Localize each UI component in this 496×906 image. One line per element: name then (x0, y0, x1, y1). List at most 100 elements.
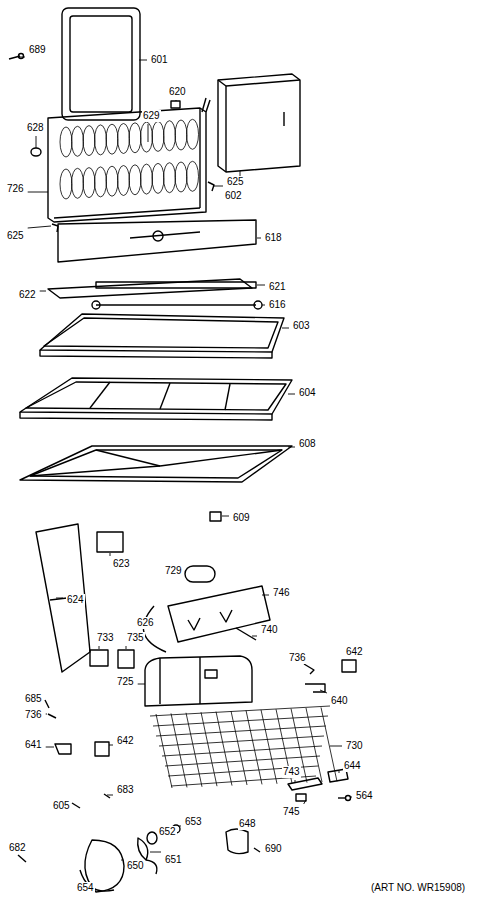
leader-line (139, 60, 147, 61)
relay (118, 650, 134, 668)
callout-number: 725 (116, 676, 135, 688)
shelf (20, 378, 292, 420)
callout-number: 608 (298, 438, 317, 450)
callout-number: 628 (26, 122, 45, 134)
callout-number: 625 (6, 230, 25, 242)
clip (304, 664, 314, 674)
leader-line (330, 746, 342, 747)
shelf (40, 314, 284, 358)
callout-number: 745 (282, 806, 301, 818)
screw (9, 54, 24, 60)
leader-line (295, 780, 296, 782)
evaporator (48, 98, 210, 222)
bracket (55, 744, 71, 754)
callout-number: 564 (355, 790, 374, 802)
callout-number: 736 (24, 709, 43, 721)
callout-number: 616 (268, 299, 287, 311)
screw (45, 700, 49, 708)
callout-number: 624 (66, 594, 85, 606)
callout-number: 601 (150, 54, 169, 66)
clip (48, 714, 56, 718)
bracket (210, 512, 221, 521)
bracket (288, 778, 322, 790)
clip (208, 182, 214, 191)
callout-number: 689 (28, 44, 47, 56)
leader-line (252, 636, 257, 637)
leader-line (150, 852, 161, 853)
callout-number: 621 (268, 281, 287, 293)
callout-number: 623 (112, 558, 131, 570)
callout-number: 652 (158, 826, 177, 838)
callout-number: 653 (184, 816, 203, 828)
callout-number: 736 (288, 652, 307, 664)
clip (52, 224, 58, 232)
callout-number: 690 (264, 843, 283, 855)
callout-number: 735 (126, 632, 145, 644)
leader-line (107, 795, 113, 796)
foam-block (168, 586, 270, 642)
leader-line (262, 595, 269, 596)
terminal-block (95, 742, 109, 756)
callout-number: 726 (6, 183, 25, 195)
callout-number: 603 (292, 320, 311, 332)
callout-number: 629 (142, 110, 161, 122)
callout-number: 733 (96, 632, 115, 644)
leader-line (28, 192, 48, 193)
callout-number: 685 (24, 693, 43, 705)
leader-line (138, 684, 145, 685)
leader-line (257, 238, 261, 239)
door-frame (62, 8, 140, 120)
callout-number: 650 (126, 860, 145, 872)
rod (236, 628, 256, 640)
leader-line (176, 100, 177, 101)
condenser-coil (150, 706, 337, 788)
callout-number: 682 (8, 842, 27, 854)
leader-line (288, 447, 295, 448)
screw (338, 796, 351, 801)
callout-number: 602 (224, 190, 243, 202)
leader-line (109, 745, 113, 746)
card (97, 532, 123, 552)
callout-number: 641 (24, 739, 43, 751)
callout-number: 651 (164, 854, 183, 866)
capacitor (185, 566, 215, 582)
art-number: (ART NO. WR15908) (370, 882, 466, 894)
terminal-block (342, 660, 356, 672)
callout-number: 640 (330, 695, 349, 707)
callout-number: 626 (136, 617, 155, 629)
leader-line (36, 136, 37, 148)
cover-box (218, 74, 300, 172)
compressor (145, 656, 252, 706)
leader-line (126, 646, 127, 649)
screw (18, 855, 26, 862)
callout-number: 729 (164, 565, 183, 577)
tube (143, 606, 166, 652)
callout-number: 604 (298, 387, 317, 399)
leader-line (46, 747, 54, 748)
bar (96, 282, 256, 288)
cover-plate (58, 220, 256, 262)
callout-number: 740 (260, 624, 279, 636)
leader-line (222, 516, 229, 517)
leader-line (121, 860, 123, 861)
leader-line (304, 800, 306, 804)
callout-number: 625 (226, 176, 245, 188)
leader-line (99, 646, 100, 649)
leader-line (213, 186, 223, 187)
bushing (147, 832, 157, 844)
relay (90, 650, 108, 666)
leader-line (148, 124, 149, 142)
callout-number: 644 (343, 760, 362, 772)
leader-line (351, 797, 352, 798)
screw (254, 848, 260, 852)
callout-number: 622 (18, 289, 37, 301)
leader-line (28, 226, 51, 228)
leader-line (257, 285, 265, 286)
callout-number: 642 (116, 735, 135, 747)
callout-number: 642 (345, 646, 364, 658)
leader-line (320, 690, 327, 693)
panel (36, 524, 90, 672)
callout-number: 743 (282, 766, 301, 778)
